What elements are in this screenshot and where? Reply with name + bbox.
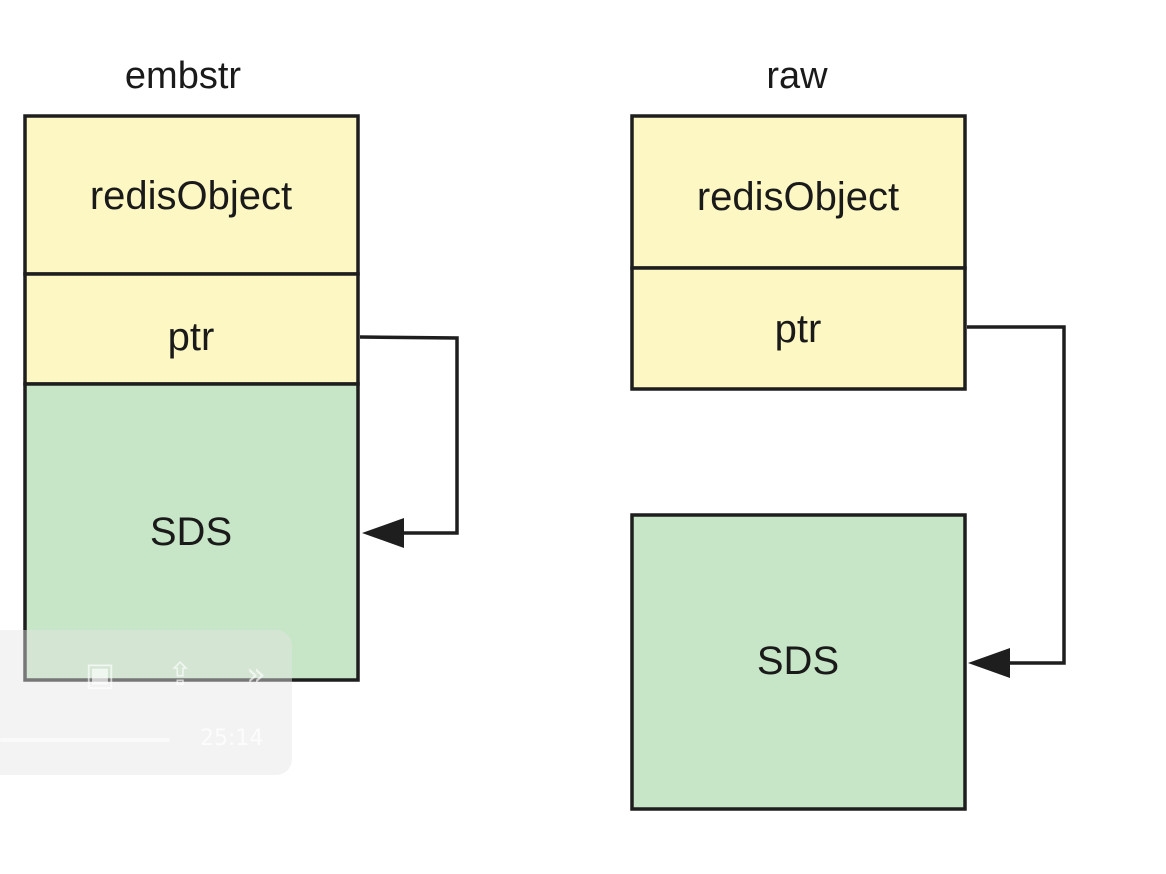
raw-ptr-box xyxy=(630,266,967,391)
raw-group: raw redisObject ptr SDS xyxy=(630,55,1066,811)
embstr-ptr-connector xyxy=(359,335,459,535)
time-label: 25:14 xyxy=(200,726,264,751)
embstr-arrowhead-icon xyxy=(362,518,404,548)
raw-redisobject-label: redisObject xyxy=(697,175,899,219)
embstr-sds-box xyxy=(23,382,360,682)
raw-ptr-label: ptr xyxy=(775,307,822,351)
fast-forward-icon[interactable]: » xyxy=(246,655,266,693)
raw-sds-box xyxy=(630,513,967,811)
share-icon[interactable]: ⇪ xyxy=(166,655,194,693)
raw-redisobject-box xyxy=(630,114,967,270)
video-player-overlay: ▣ ⇪ » 25:14 xyxy=(0,630,292,775)
picture-in-picture-icon[interactable]: ▣ xyxy=(84,655,116,693)
embstr-group: embstr redisObject ptr SDS xyxy=(23,55,459,682)
raw-sds-label: SDS xyxy=(757,639,839,683)
embstr-sds-label: SDS xyxy=(150,510,232,554)
raw-title: raw xyxy=(766,55,828,97)
embstr-title: embstr xyxy=(125,55,241,97)
scrub-track[interactable] xyxy=(0,738,170,742)
embstr-redisobject-label: redisObject xyxy=(90,174,292,218)
embstr-ptr-box xyxy=(23,272,360,386)
raw-arrowhead-icon xyxy=(968,648,1010,678)
embstr-redisobject-box xyxy=(23,114,360,276)
embstr-ptr-label: ptr xyxy=(168,315,215,359)
raw-ptr-connector xyxy=(967,325,1066,665)
